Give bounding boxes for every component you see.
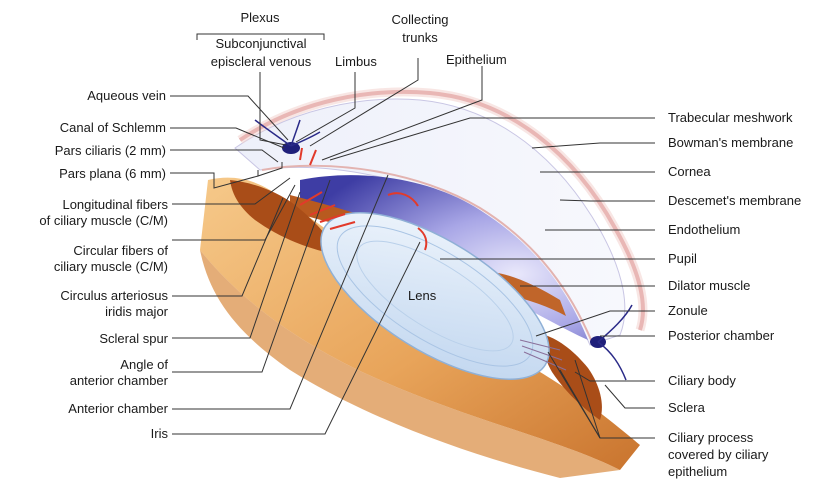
label-longitudinal-fibers-2: of ciliary muscle (C/M)	[0, 213, 168, 229]
label-ciliary-process-1: Ciliary process	[668, 430, 753, 446]
label-episcleral-venous: episcleral venous	[196, 54, 326, 70]
label-posterior-chamber: Posterior chamber	[668, 328, 774, 344]
label-angle-1: Angle of	[0, 357, 168, 373]
label-angle-2: anterior chamber	[0, 373, 168, 389]
label-endothelium: Endothelium	[668, 222, 740, 238]
label-canal-of-schlemm: Canal of Schlemm	[0, 120, 166, 136]
label-ciliary-body: Ciliary body	[668, 373, 736, 389]
label-ciliary-process-2: covered by ciliary	[668, 447, 768, 463]
label-plexus: Plexus	[228, 10, 292, 26]
label-longitudinal-fibers-1: Longitudinal fibers	[0, 197, 168, 213]
label-pars-plana: Pars plana (6 mm)	[0, 166, 166, 182]
label-limbus: Limbus	[335, 54, 377, 70]
label-collecting: Collecting	[380, 12, 460, 28]
label-bowmans-membrane: Bowman's membrane	[668, 135, 793, 151]
label-anterior-chamber: Anterior chamber	[0, 401, 168, 417]
label-circular-fibers-2: ciliary muscle (C/M)	[0, 259, 168, 275]
label-cornea: Cornea	[668, 164, 711, 180]
label-dilator-muscle: Dilator muscle	[668, 278, 750, 294]
label-pars-ciliaris: Pars ciliaris (2 mm)	[0, 143, 166, 159]
label-trunks: trunks	[380, 30, 460, 46]
label-descemets-membrane: Descemet's membrane	[668, 193, 801, 209]
label-pupil: Pupil	[668, 251, 697, 267]
label-ciliary-process-3: epithelium	[668, 464, 727, 480]
label-scleral-spur: Scleral spur	[0, 331, 168, 347]
label-trabecular-meshwork: Trabecular meshwork	[668, 110, 793, 126]
label-subconjunctival: Subconjunctival	[196, 36, 326, 52]
label-sclera: Sclera	[668, 400, 705, 416]
label-epithelium: Epithelium	[446, 52, 507, 68]
label-lens: Lens	[408, 288, 436, 304]
label-circular-fibers-1: Circular fibers of	[0, 243, 168, 259]
label-circulus-1: Circulus arteriosus	[0, 288, 168, 304]
label-circulus-2: iridis major	[0, 304, 168, 320]
label-zonule: Zonule	[668, 303, 708, 319]
label-iris: Iris	[0, 426, 168, 442]
label-aqueous-vein: Aqueous vein	[0, 88, 166, 104]
